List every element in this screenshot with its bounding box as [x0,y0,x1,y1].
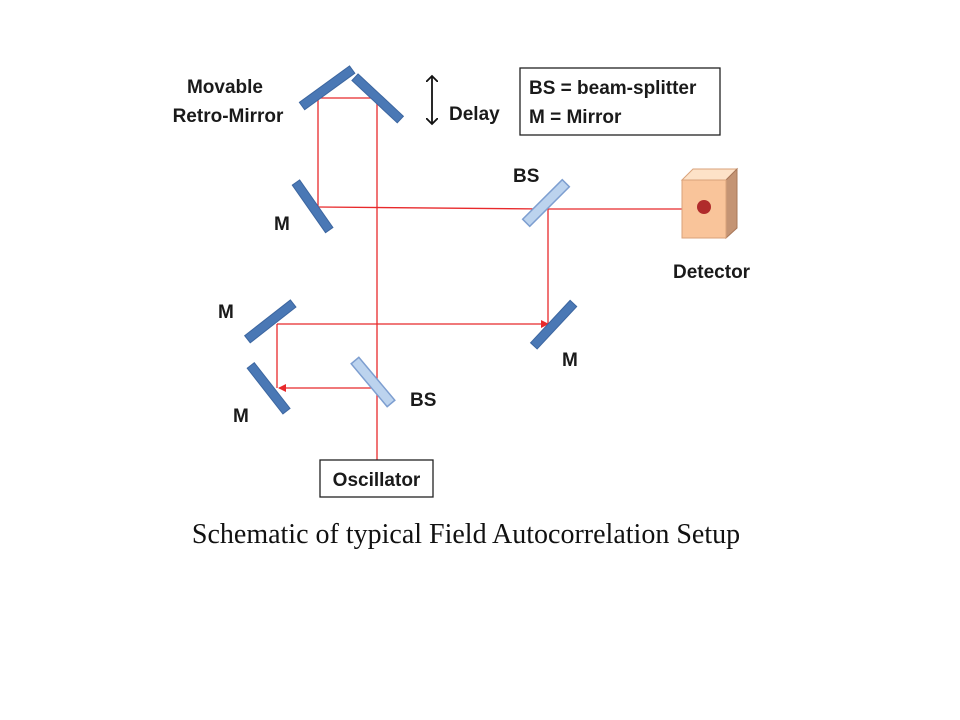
label-detector: Detector [673,262,751,283]
legend-bs-text: BS = beam-splitter [529,78,697,99]
label-bs-top: BS [513,166,539,187]
beam-paths [276,97,697,460]
legend-m-text: M = Mirror [529,107,622,128]
label-movable: Movable [187,77,263,98]
movable-retro-mirror [298,65,405,124]
oscillator-label: Oscillator [333,470,421,491]
label-delay: Delay [449,104,500,125]
mirror-left-top [243,299,297,344]
beam-splitter-bottom [350,356,396,408]
label-m-left-bottom: M [233,406,249,427]
mirror-right [529,299,578,350]
label-bs-bottom: BS [410,390,436,411]
retro-mirror-left [298,65,356,111]
beam-splitter-top [521,178,571,228]
oscillator-box [319,459,434,498]
legend-box [519,67,721,136]
detector-icon [680,167,739,240]
mirror-upper-left [291,179,334,234]
diagram-caption: Schematic of typical Field Autocorrelati… [192,519,740,550]
mirror-left-bottom [246,361,291,415]
label-m-left-top: M [218,302,234,323]
label-m-right: M [562,350,578,371]
oscillator: Oscillator [319,459,434,498]
label-m-upper-left: M [274,214,290,235]
retro-mirror-right [351,73,405,124]
legend: BS = beam-splitter M = Mirror [519,67,721,136]
label-retro-mirror: Retro-Mirror [173,106,284,127]
beam-top-arm [317,206,547,210]
